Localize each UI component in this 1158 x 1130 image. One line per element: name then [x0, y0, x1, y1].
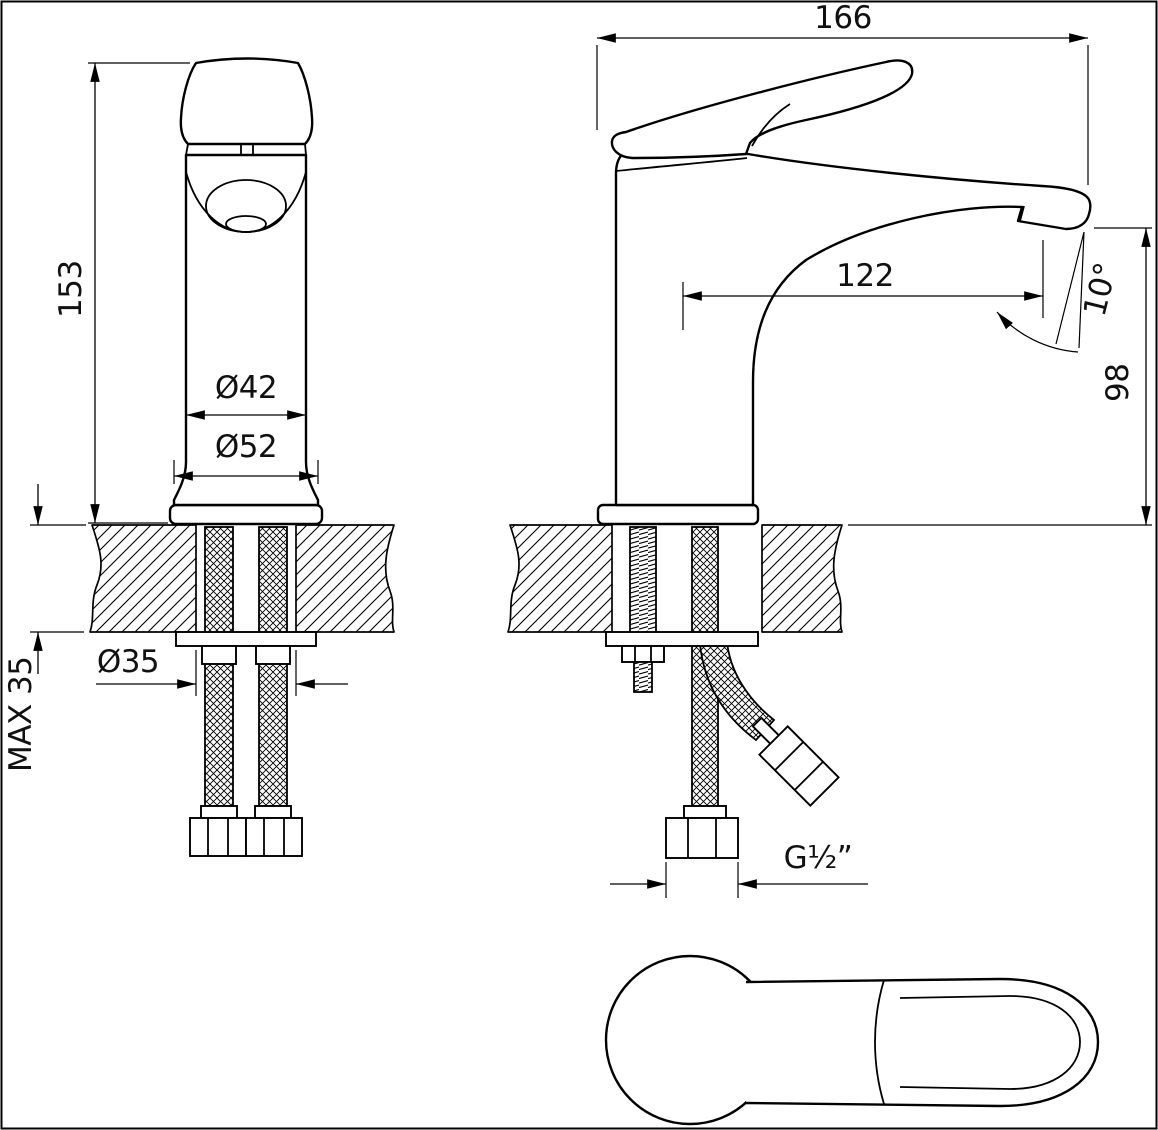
- front-base-plate: [168, 503, 324, 526]
- dim-label-166: 166: [814, 0, 872, 36]
- side-aerator-step: [1019, 205, 1025, 222]
- side-stud-nut: [621, 645, 665, 663]
- dim-label-d52: Ø52: [215, 429, 277, 465]
- dim-label-122: 122: [836, 258, 894, 294]
- front-mounting-flange: [175, 631, 317, 647]
- side-body-spout: [614, 146, 1092, 507]
- front-aerator: [225, 215, 267, 233]
- dim-label-max35: MAX 35: [3, 657, 39, 773]
- top-lever-seam: [874, 979, 885, 1105]
- side-mounting-flange: [605, 631, 759, 647]
- dim-98: 98: [848, 227, 1152, 526]
- dim-label-d35: Ø35: [97, 644, 159, 680]
- side-lever-seam: [751, 103, 791, 147]
- front-handle-seam: [184, 143, 307, 156]
- dim-122: 122: [682, 240, 1044, 330]
- dim-d52: Ø52: [173, 429, 319, 484]
- dim-label-d42: Ø42: [215, 370, 277, 406]
- dim-label-98: 98: [1100, 364, 1136, 402]
- front-hose-left: [204, 526, 234, 807]
- front-counter-right: [295, 524, 395, 633]
- front-hose-right: [258, 526, 288, 807]
- side-lever: [610, 59, 914, 160]
- front-hose-collar-right: [254, 805, 292, 819]
- front-hose-end-nut-right: [245, 817, 303, 857]
- side-hose-end-nut: [665, 817, 739, 859]
- front-hose-nut-right-upper: [255, 645, 291, 665]
- side-stud-tip: [633, 661, 653, 693]
- top-lever-outline: [745, 977, 1100, 1108]
- front-hose-collar-left: [200, 805, 238, 819]
- side-angled-hose-end-nut: [758, 725, 840, 807]
- dim-d35: Ø35: [96, 644, 348, 696]
- front-handle: [179, 57, 314, 146]
- side-threaded-stud: [629, 526, 657, 648]
- side-view: [507, 59, 1092, 859]
- side-body-seam: [615, 157, 748, 172]
- dim-d42: Ø42: [185, 370, 307, 420]
- front-hose-nut-left-upper: [201, 645, 237, 665]
- side-base-plate: [596, 503, 760, 526]
- dim-thread-g12: G½”: [610, 840, 868, 898]
- top-view-handle: [604, 954, 1100, 1126]
- dim-label-153: 153: [53, 260, 89, 318]
- dim-label-thread: G½”: [784, 840, 853, 876]
- dim-153: 153: [53, 62, 190, 524]
- front-hose-end-nut-left: [189, 817, 247, 857]
- side-counter-right: [761, 524, 843, 633]
- dim-166: 166: [596, 0, 1089, 185]
- dim-max35: MAX 35: [3, 484, 86, 772]
- front-counter-left: [89, 524, 197, 633]
- top-lever-inner-contour: [899, 995, 1081, 1090]
- side-counter-left: [507, 524, 613, 633]
- side-hose-collar: [683, 805, 727, 819]
